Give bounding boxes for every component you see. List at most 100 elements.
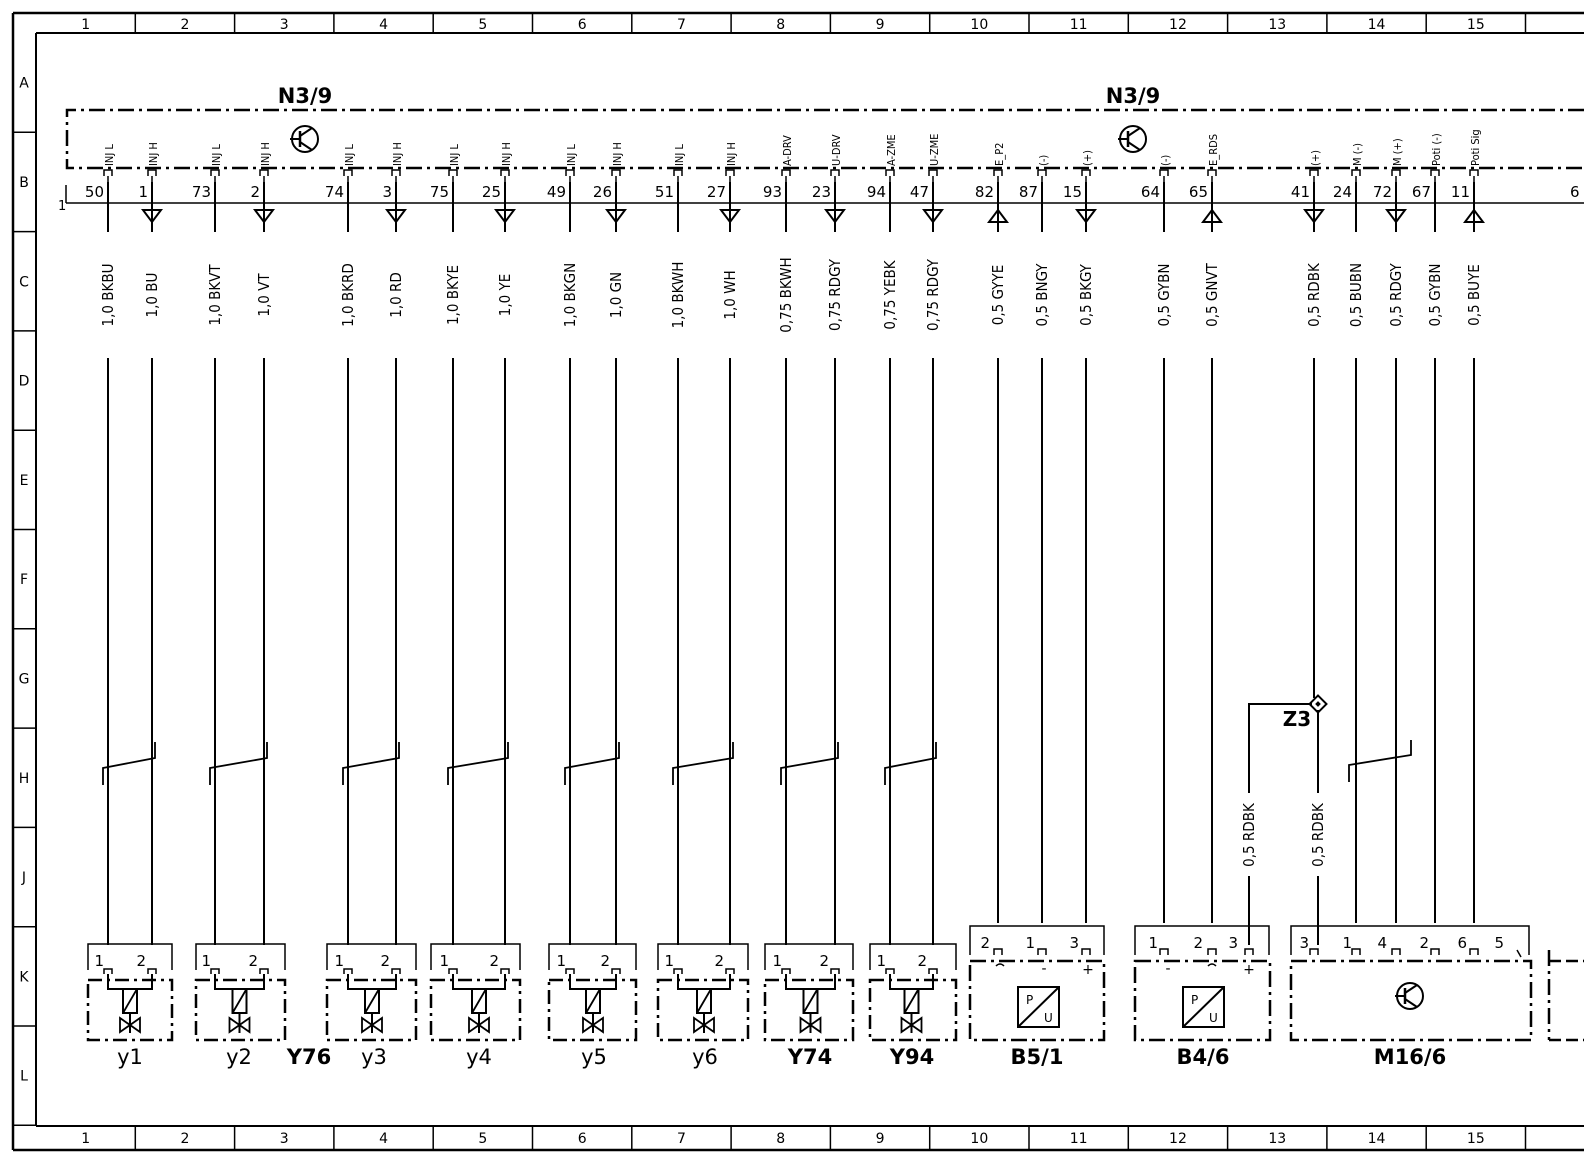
row-letter: F xyxy=(20,572,28,588)
wire-67: Poti (-)670,5 GYBN xyxy=(1412,133,1444,923)
pin-number: 2 xyxy=(819,952,829,970)
ground-arrow-icon xyxy=(824,203,846,224)
wire-label: 0,5 BKGY xyxy=(1077,263,1095,326)
b5-1-u: U xyxy=(1044,1011,1053,1025)
pin-number: 2 xyxy=(917,952,927,970)
twist-mark xyxy=(447,742,509,785)
pressure-sensor-b4-6: 1 2 3 - + P U xyxy=(1133,925,1272,1042)
column-number: 10 xyxy=(970,17,988,33)
pin-number: 72 xyxy=(1373,183,1392,201)
pin-number: 73 xyxy=(192,183,211,201)
column-number: 6 xyxy=(578,1131,587,1147)
wire-label: 0,75 BKWH xyxy=(777,257,795,332)
solenoid-valve-icon xyxy=(889,974,934,1034)
wire-label: 1,0 YE xyxy=(496,274,514,317)
splice-label: Z3 xyxy=(1283,707,1311,731)
label-b4-6: B4/6 xyxy=(1177,1045,1230,1069)
label-y6: y6 xyxy=(692,1045,718,1069)
label-b5-1: B5/1 xyxy=(1011,1045,1064,1069)
wire-label: 0,75 YEBK xyxy=(881,259,899,329)
wire-label: 1,0 BKVT xyxy=(206,264,224,326)
b5-1-p: P xyxy=(1026,993,1033,1007)
solenoid-valve-icon xyxy=(452,974,506,1034)
signal-name: INJ H xyxy=(259,142,272,166)
column-number: 2 xyxy=(180,1131,189,1147)
pin-m16-6-3: 3 xyxy=(1299,934,1309,952)
pin-m16-6-5: 5 xyxy=(1494,934,1504,952)
ground-arrow-icon xyxy=(1385,203,1407,224)
solenoid-valve-icon xyxy=(107,974,153,1034)
pin-m16-6-6: 6 xyxy=(1457,934,1467,952)
ground-arrow-icon xyxy=(141,203,163,224)
ground-arrow-icon xyxy=(1303,203,1325,224)
label-y76: Y76 xyxy=(286,1045,331,1069)
column-number: 15 xyxy=(1467,17,1485,33)
signal-name: INJ H xyxy=(611,142,624,166)
b4-6-minus: - xyxy=(1165,961,1170,977)
signal-name: INJ H xyxy=(500,142,513,166)
pin-number: 2 xyxy=(136,952,146,970)
b4-6-p: P xyxy=(1191,993,1198,1007)
signal-name: (-) xyxy=(1037,155,1050,166)
pin-b5-1-2: 2 xyxy=(980,934,990,952)
pin-number: 47 xyxy=(910,183,929,201)
wire-15: (+)150,5 BKGY xyxy=(1063,150,1097,923)
wire-label: 1,0 GN xyxy=(607,272,625,318)
twist-mark xyxy=(102,742,156,785)
signal-name: Poti (-) xyxy=(1430,133,1443,166)
motor-icon xyxy=(1395,982,1424,1010)
signal-name: A-ZME xyxy=(885,134,898,166)
pressure-sensor-icon: P U xyxy=(1182,986,1225,1028)
wire-label: 0,5 RDGY xyxy=(1387,263,1405,327)
pin-number: 1 xyxy=(556,952,566,970)
pin-number: 64 xyxy=(1141,183,1160,201)
twist-mark xyxy=(564,742,620,785)
pin-number: 1 xyxy=(664,952,674,970)
wire-41: (+)410,5 RDBK xyxy=(1291,150,1325,698)
b5-1-plus: + xyxy=(1082,962,1094,978)
signal-name: U-ZME xyxy=(928,134,941,166)
solenoid-valve-icon xyxy=(214,974,265,1034)
row-letter: A xyxy=(19,76,29,92)
pin-number: 25 xyxy=(482,183,501,201)
pin-number: 82 xyxy=(975,183,994,201)
label-y4: y4 xyxy=(466,1045,492,1069)
ground-arrow-icon xyxy=(922,203,944,224)
column-number: 12 xyxy=(1169,17,1187,33)
column-number: 10 xyxy=(970,1131,988,1147)
wire-label: 1,0 BKYE xyxy=(444,265,462,325)
pin-number: 51 xyxy=(655,183,674,201)
label-y2: y2 xyxy=(226,1045,252,1069)
wire-label: 0,5 GYBN xyxy=(1426,263,1444,326)
column-number: 8 xyxy=(776,17,785,33)
pin-number: 41 xyxy=(1291,183,1310,201)
pin-b4-6-2: 2 xyxy=(1193,934,1203,952)
pin-number: 50 xyxy=(85,183,104,201)
ground-arrow-icon xyxy=(385,203,407,224)
wire-64: (-)640,5 GYBN xyxy=(1141,155,1173,923)
column-number: 13 xyxy=(1268,17,1286,33)
wire-label: 0,5 BUYE xyxy=(1465,264,1483,326)
ground-arrow-icon xyxy=(719,203,741,224)
pin-number: 1 xyxy=(876,952,886,970)
column-number: 5 xyxy=(478,17,487,33)
wire-label: 1,0 BKBU xyxy=(99,264,117,327)
signal-name: INJ L xyxy=(210,144,223,166)
column-number: 7 xyxy=(677,1131,686,1147)
label-y3: y3 xyxy=(361,1045,387,1069)
label-y1: y1 xyxy=(117,1045,143,1069)
label-y94: Y94 xyxy=(889,1045,934,1069)
twist-mark xyxy=(342,742,400,785)
column-number: 5 xyxy=(478,1131,487,1147)
